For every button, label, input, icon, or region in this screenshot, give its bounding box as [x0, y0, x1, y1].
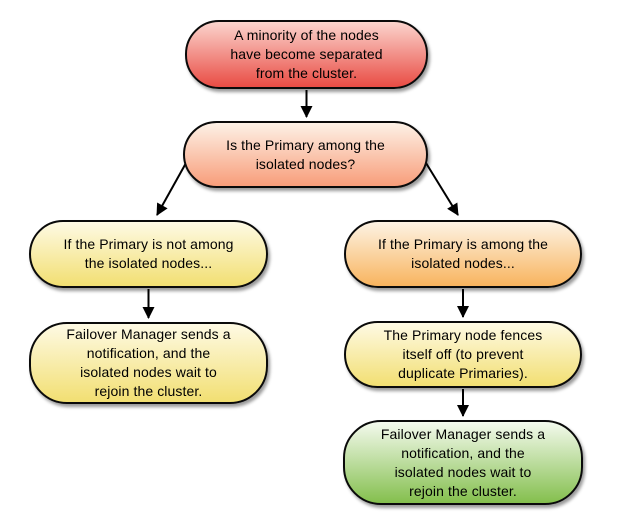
node-is-primary-among-isolated-label: Is the Primary among the isolated nodes?: [226, 136, 385, 172]
node-failover-notification-left: Failover Manager sends a notification, a…: [29, 322, 268, 404]
node-primary-among-isolated-label: If the Primary is among the isolated nod…: [378, 236, 548, 271]
node-failover-notification-right: Failover Manager sends a notification, a…: [343, 420, 583, 505]
node-primary-fences-itself: The Primary node fences itself off (to p…: [344, 321, 582, 388]
node-primary-fences-itself-label: The Primary node fences itself off (to p…: [383, 327, 543, 381]
node-is-primary-among-isolated: Is the Primary among the isolated nodes?: [183, 121, 428, 188]
node-minority-separated: A minority of the nodes have become sepa…: [185, 20, 428, 89]
edge-question-to-not-among: [156, 162, 187, 216]
edge-question-to-among: [425, 162, 459, 216]
node-primary-among-isolated: If the Primary is among the isolated nod…: [344, 220, 582, 288]
node-primary-not-among-isolated: If the Primary is not among the isolated…: [29, 220, 268, 288]
node-failover-notification-right-label: Failover Manager sends a notification, a…: [380, 425, 546, 499]
node-failover-notification-left-label: Failover Manager sends a notification, a…: [66, 326, 231, 399]
node-minority-separated-label: A minority of the nodes have become sepa…: [230, 27, 383, 81]
node-primary-not-among-isolated-label: If the Primary is not among the isolated…: [63, 236, 234, 271]
